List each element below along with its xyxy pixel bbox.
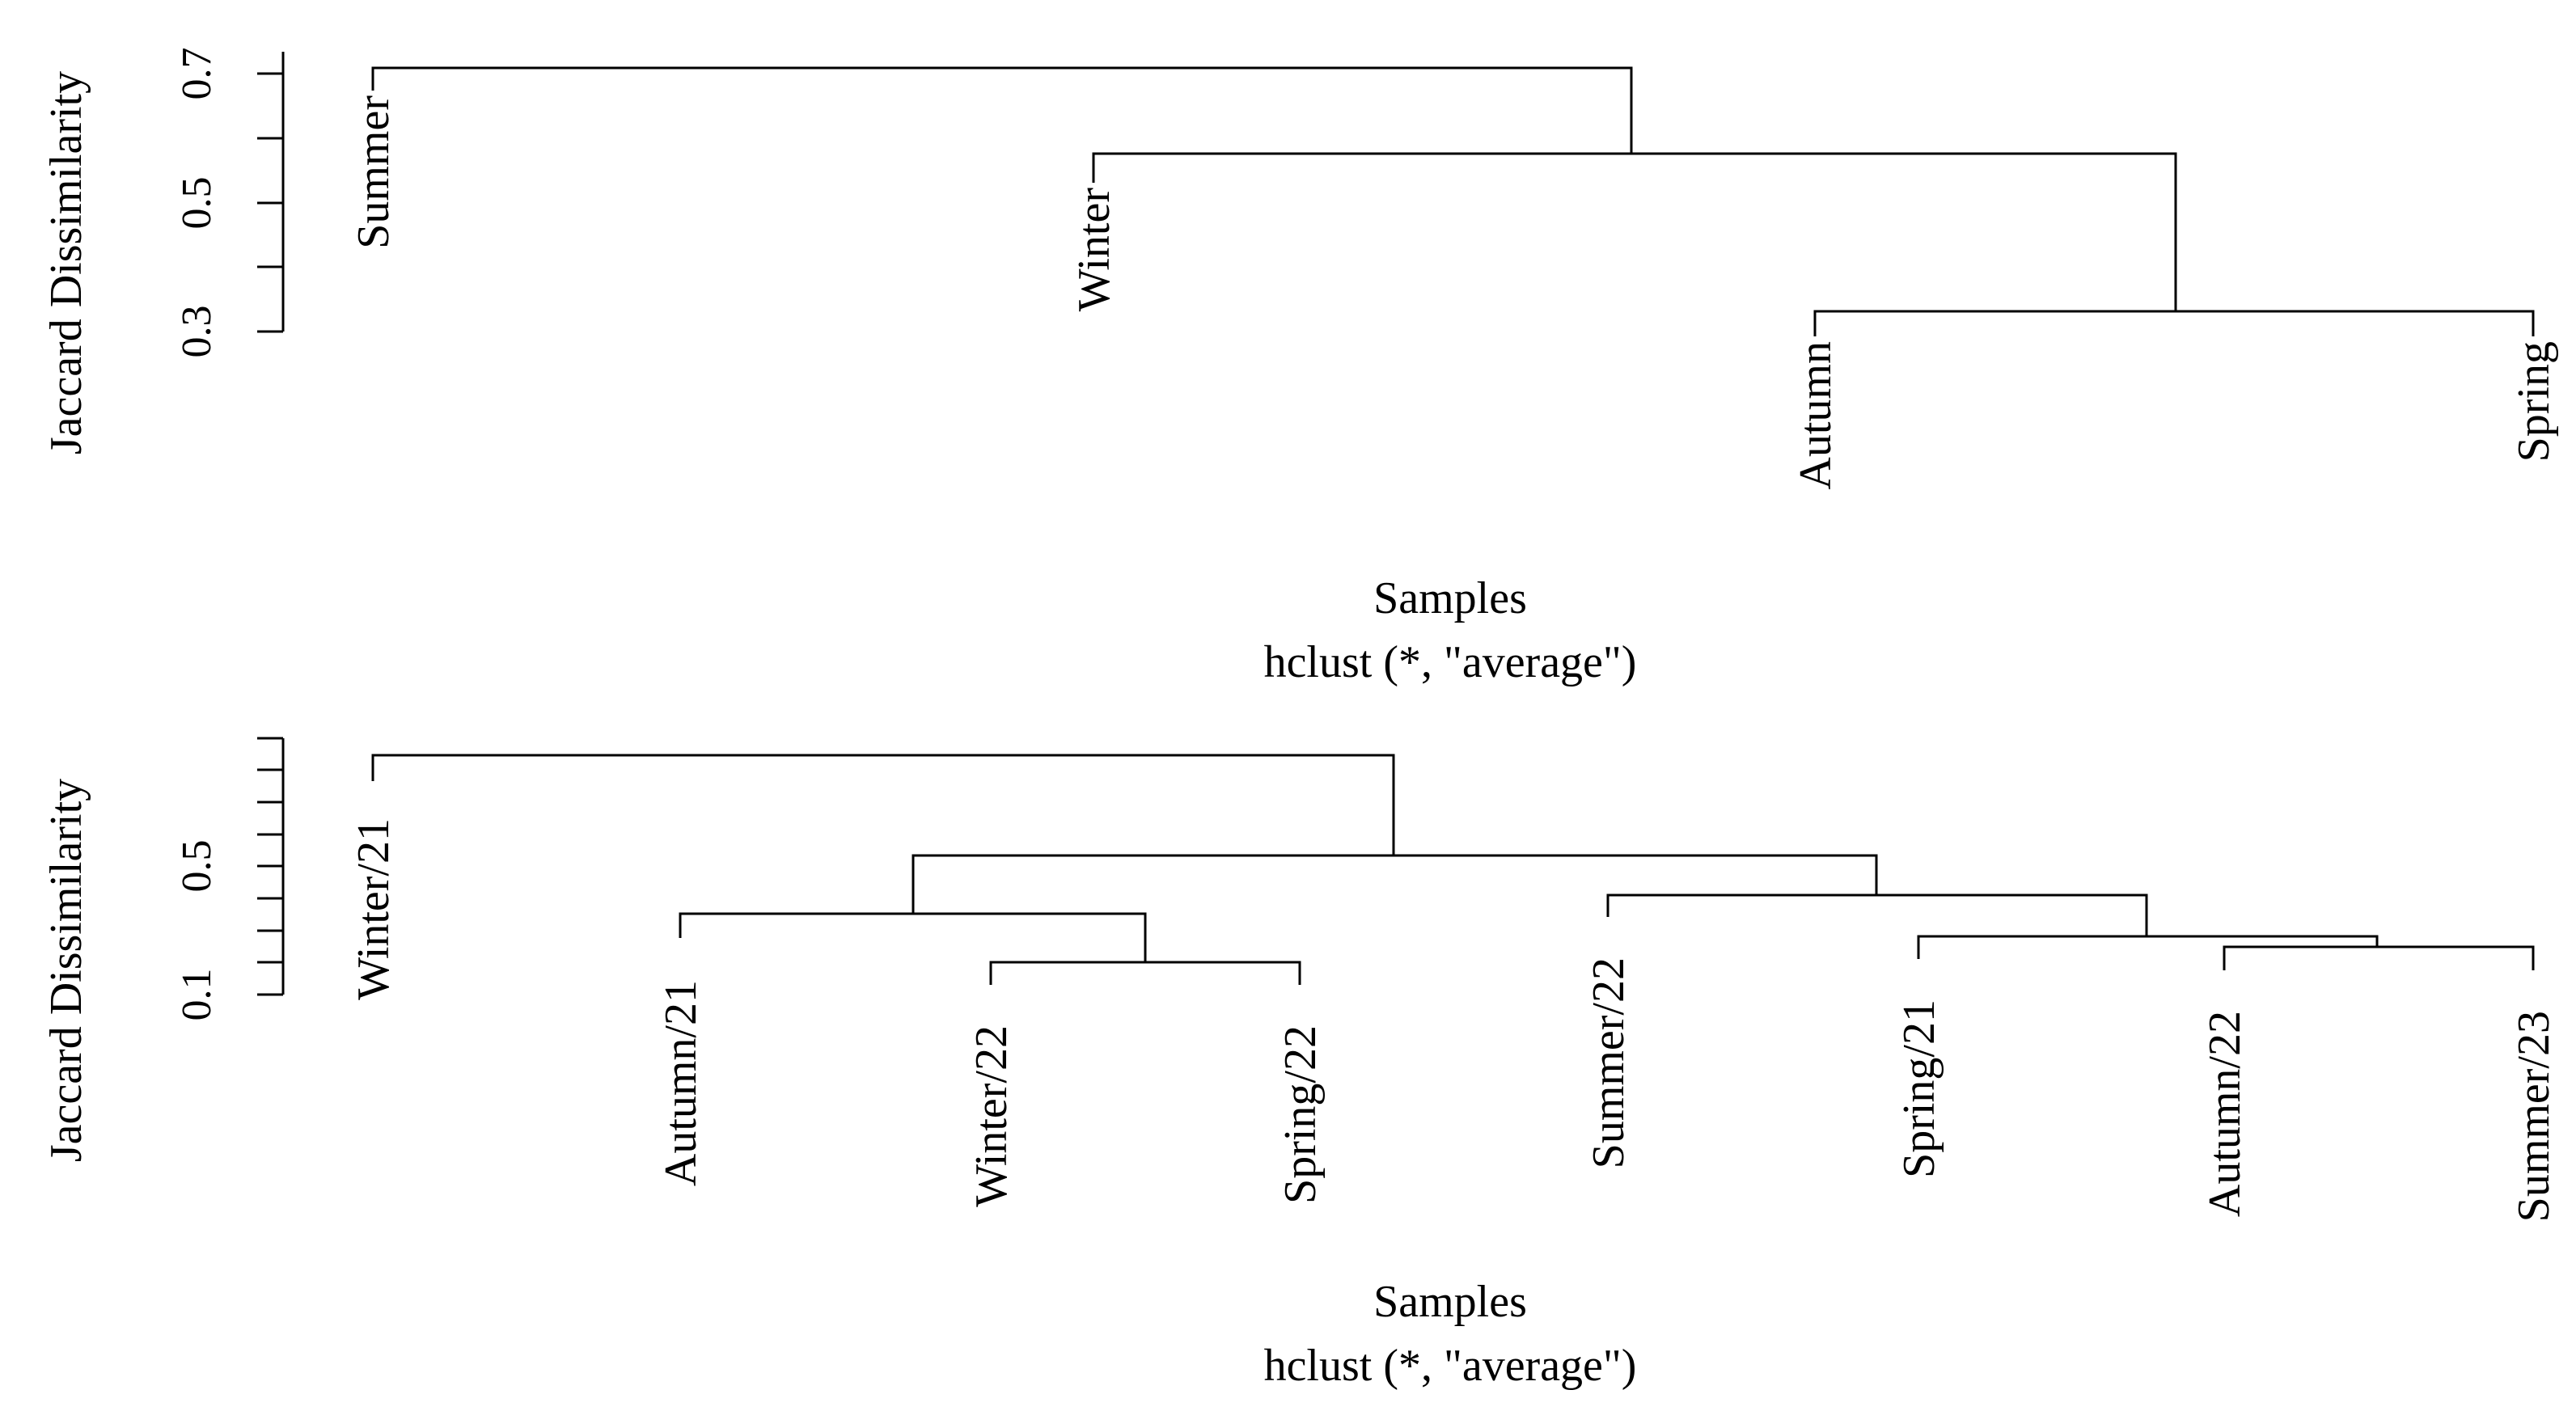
bottom-merge-link [989, 961, 1301, 985]
top-y-tick-label: 0.3 [174, 306, 220, 358]
top-subtitle: hclust (*, "average") [1264, 637, 1637, 687]
top-dendrogram: Jaccard Dissimilarity 0.3 0.5 0.7 Summer… [41, 48, 2559, 688]
bottom-leaf-label: Summer/23 [2509, 1011, 2559, 1222]
top-leaf-label: Summer [349, 95, 399, 249]
top-x-axis-title: Samples [1373, 573, 1527, 623]
top-leaf-label: Winter [1069, 188, 1119, 312]
bottom-merge-link [1606, 893, 2148, 936]
bottom-dendrogram: Jaccard Dissimilarity 0.1 0.5 Winter/21 … [41, 737, 2559, 1391]
bottom-y-axis-title: Jaccard Dissimilarity [41, 779, 91, 1162]
top-y-tick-label: 0.7 [174, 48, 220, 100]
top-leaf-label: Autumn [1791, 341, 1841, 490]
bottom-x-axis-title: Samples [1373, 1277, 1527, 1327]
bottom-leaf-label: Spring/21 [1894, 999, 1944, 1178]
bottom-leaf-label: Summer/22 [1584, 957, 1634, 1168]
bottom-leaf-label: Spring/22 [1275, 1025, 1326, 1204]
bottom-y-tick-label: 0.5 [174, 840, 220, 893]
bottom-merge-link [371, 754, 1395, 855]
bottom-merge-link [912, 854, 1878, 914]
bottom-merge-link [2223, 945, 2535, 970]
bottom-leaf-label: Winter/21 [349, 818, 399, 1000]
bottom-leaf-label: Autumn/21 [656, 980, 706, 1186]
top-leaf-label: Spring [2509, 341, 2559, 462]
top-merge-link [371, 66, 1633, 154]
top-merge-link [1813, 310, 2535, 336]
bottom-subtitle: hclust (*, "average") [1264, 1341, 1637, 1391]
top-y-axis-title: Jaccard Dissimilarity [41, 71, 91, 454]
bottom-leaf-label: Winter/22 [967, 1025, 1017, 1207]
bottom-merge-link [679, 912, 1147, 962]
top-merge-link [1092, 152, 2177, 311]
top-y-tick-label: 0.5 [174, 177, 220, 230]
bottom-leaf-label: Autumn/22 [2200, 1011, 2250, 1217]
bottom-y-tick-label: 0.1 [174, 969, 220, 1021]
bottom-merge-link [1917, 935, 2379, 959]
